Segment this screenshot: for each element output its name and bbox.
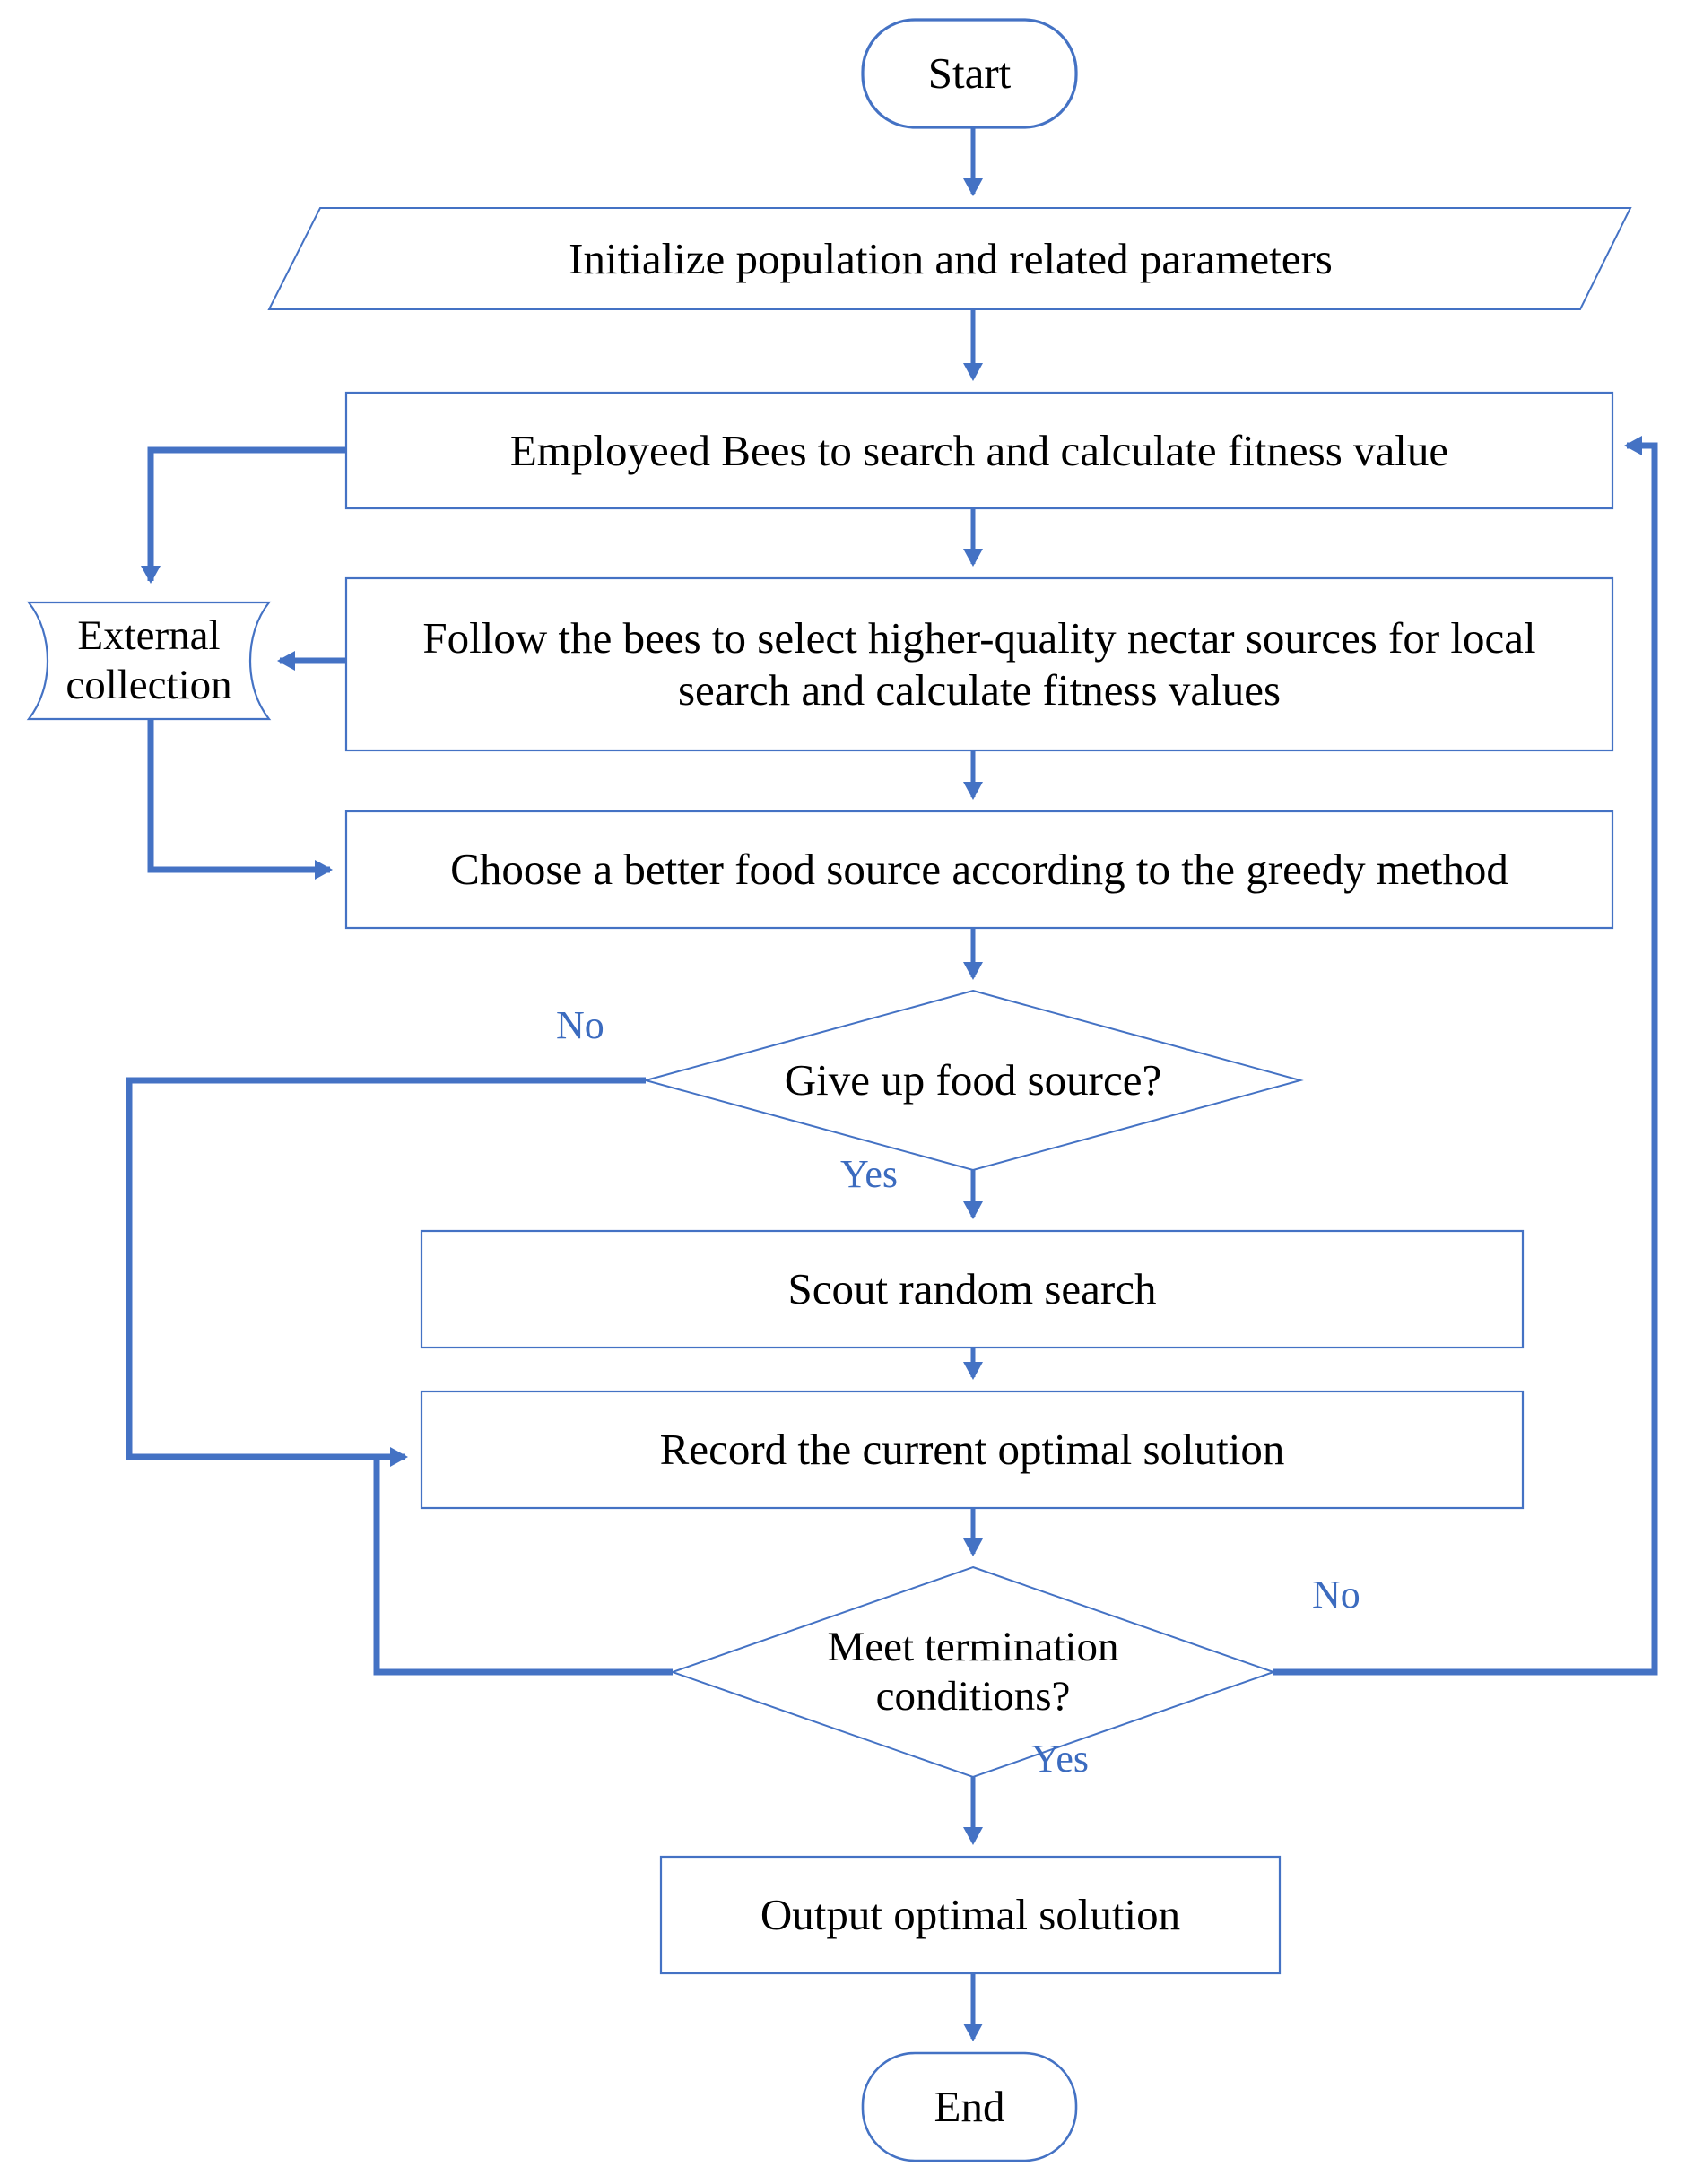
node-record-optimal-solution[interactable] bbox=[422, 1391, 1523, 1508]
node-follow-the-bees[interactable] bbox=[346, 578, 1612, 750]
node-scout-random-search[interactable] bbox=[422, 1231, 1523, 1348]
node-end[interactable] bbox=[863, 2053, 1076, 2161]
edge-label-giveup-yes: Yes bbox=[840, 1152, 899, 1196]
node-record-shape bbox=[420, 1390, 1525, 1510]
node-initialize-population[interactable] bbox=[269, 208, 1630, 309]
node-output-shape bbox=[659, 1855, 1282, 1975]
node-employed-bees[interactable] bbox=[346, 393, 1612, 508]
connector-employed-to-external bbox=[141, 446, 346, 584]
node-greedy-shape bbox=[344, 810, 1614, 930]
connector-terminate-left-loop bbox=[373, 1457, 673, 1676]
connector-giveup-no-to-record bbox=[126, 1077, 646, 1467]
node-external-shape bbox=[26, 601, 272, 721]
node-external-collection[interactable] bbox=[29, 602, 269, 719]
node-start[interactable] bbox=[863, 20, 1076, 127]
node-give-up-food-source-decision[interactable] bbox=[646, 991, 1300, 1170]
node-start-shape bbox=[861, 18, 1078, 129]
node-scout-shape bbox=[420, 1229, 1525, 1349]
node-meet-termination-conditions-decision[interactable] bbox=[673, 1567, 1273, 1777]
node-init-shape bbox=[267, 207, 1632, 310]
edge-label-terminate-yes: Yes bbox=[1031, 1737, 1090, 1781]
node-follow-shape bbox=[344, 576, 1614, 752]
node-employed-shape bbox=[344, 391, 1614, 510]
edge-label-terminate-no: No bbox=[1312, 1573, 1360, 1616]
connector-external-to-greedy bbox=[147, 719, 333, 880]
node-output-optimal-solution[interactable] bbox=[661, 1857, 1280, 1973]
node-choose-better-food-source[interactable] bbox=[346, 811, 1612, 928]
connector-terminate-no-to-employed bbox=[1273, 436, 1658, 1676]
node-end-shape bbox=[861, 2051, 1078, 2162]
edge-label-giveup-no: No bbox=[556, 1003, 604, 1047]
